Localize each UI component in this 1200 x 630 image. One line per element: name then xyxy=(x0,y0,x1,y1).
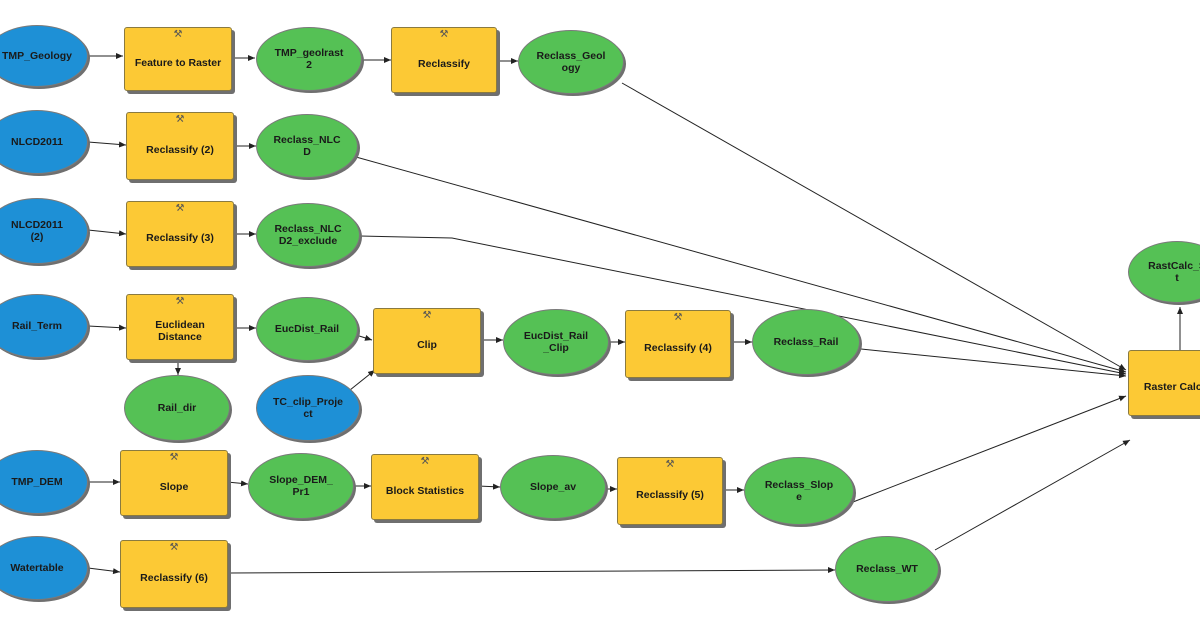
hammer-icon: ⚒ xyxy=(420,456,430,467)
tmp-geolrast2-label: TMP_geolrast 2 xyxy=(274,47,344,71)
watertable-label: Watertable xyxy=(10,562,64,574)
slope-av-label: Slope_av xyxy=(529,481,577,493)
reclassify-3-label: Reclassify (3) xyxy=(146,232,214,244)
eucdist-rail-clip-label: EucDist_Rail _Clip xyxy=(523,330,589,354)
connector xyxy=(359,235,1127,376)
reclass-wt-label: Reclass_WT xyxy=(856,563,918,575)
tc-clip-project-label: TC_clip_Proje ct xyxy=(272,396,344,420)
slope-dem-pr1-label: Slope_DEM_ Pr1 xyxy=(269,474,333,498)
reclassify-label: Reclassify xyxy=(418,58,470,70)
reclass-geology-label: Reclass_Geol ogy xyxy=(536,50,606,74)
feature-to-raster-label: Feature to Raster xyxy=(134,57,222,69)
tmp-geology-data[interactable]: TMP_Geology xyxy=(0,25,88,87)
slope-av-data[interactable]: Slope_av xyxy=(500,455,606,519)
reclass-slope-data[interactable]: Reclass_Slop e xyxy=(744,457,854,525)
reclassify-4-label: Reclassify (4) xyxy=(644,342,712,354)
slope-tool[interactable]: ⚒ Slope xyxy=(120,450,228,516)
slope-label: Slope xyxy=(159,481,189,493)
nlcd2011-data[interactable]: NLCD2011 xyxy=(0,110,88,174)
hammer-icon: ⚒ xyxy=(175,296,185,307)
reclass-nlcd2-exclude-data[interactable]: Reclass_NLC D2_exclude xyxy=(256,203,360,267)
connector xyxy=(621,82,1127,371)
connector xyxy=(349,369,376,391)
connector xyxy=(226,480,249,487)
connector xyxy=(852,395,1127,503)
reclassify-2-tool[interactable]: ⚒ Reclassify (2) xyxy=(126,112,234,180)
tc-clip-project-data[interactable]: TC_clip_Proje ct xyxy=(256,375,360,441)
reclassify-6-label: Reclassify (6) xyxy=(140,572,208,584)
hammer-icon: ⚒ xyxy=(439,29,449,40)
connector xyxy=(87,567,121,575)
clip-label: Clip xyxy=(417,339,437,351)
connector xyxy=(87,229,127,237)
rail-term-label: Rail_Term xyxy=(12,320,62,332)
reclassify-2-label: Reclassify (2) xyxy=(146,144,214,156)
reclass-nlcd-data[interactable]: Reclass_NLC D xyxy=(256,114,358,178)
eucdist-rail-label: EucDist_Rail xyxy=(274,323,340,335)
eucdist-rail-clip-data[interactable]: EucDist_Rail _Clip xyxy=(503,309,609,375)
connector xyxy=(934,439,1131,551)
euclidean-distance-tool[interactable]: ⚒ Euclidean Distance xyxy=(126,294,234,360)
hammer-icon: ⚒ xyxy=(175,114,185,125)
tmp-geolrast2-data[interactable]: TMP_geolrast 2 xyxy=(256,27,362,91)
reclass-wt-data[interactable]: Reclass_WT xyxy=(835,536,939,602)
connector xyxy=(228,567,836,574)
rastcalc-s-label: RastCalc_S t xyxy=(1148,260,1200,284)
connector xyxy=(355,334,373,341)
feature-to-raster-tool[interactable]: ⚒ Feature to Raster xyxy=(124,27,232,91)
hammer-icon: ⚒ xyxy=(173,29,183,40)
reclass-nlcd2-exclude-label: Reclass_NLC D2_exclude xyxy=(274,223,342,247)
reclass-rail-data[interactable]: Reclass_Rail xyxy=(752,309,860,375)
nlcd2011-2-label: NLCD2011 (2) xyxy=(11,219,63,243)
connector xyxy=(355,156,1127,374)
connector xyxy=(860,348,1127,379)
rail-dir-label: Rail_dir xyxy=(157,402,197,414)
connector xyxy=(477,483,501,490)
connector xyxy=(87,324,127,331)
clip-tool[interactable]: ⚒ Clip xyxy=(373,308,481,374)
hammer-icon: ⚒ xyxy=(422,310,432,321)
hammer-icon: ⚒ xyxy=(673,312,683,323)
euclidean-distance-label: Euclidean Distance xyxy=(155,319,205,343)
reclassify-6-tool[interactable]: ⚒ Reclassify (6) xyxy=(120,540,228,608)
block-statistics-label: Block Statistics xyxy=(385,485,465,497)
tmp-dem-data[interactable]: TMP_DEM xyxy=(0,450,88,514)
raster-calculator-tool[interactable]: ⚒Raster Calcu xyxy=(1128,350,1200,416)
rail-dir-data[interactable]: Rail_dir xyxy=(124,375,230,441)
reclassify-5-label: Reclassify (5) xyxy=(636,489,704,501)
hammer-icon: ⚒ xyxy=(665,459,675,470)
tmp-dem-label: TMP_DEM xyxy=(11,476,63,488)
rail-term-data[interactable]: Rail_Term xyxy=(0,294,88,358)
reclass-nlcd-label: Reclass_NLC D xyxy=(273,134,341,158)
block-statistics-tool[interactable]: ⚒ Block Statistics xyxy=(371,454,479,520)
raster-calculator-label: Raster Calcu xyxy=(1143,381,1200,393)
reclass-geology-data[interactable]: Reclass_Geol ogy xyxy=(518,30,624,94)
watertable-data[interactable]: Watertable xyxy=(0,536,88,600)
nlcd2011-label: NLCD2011 xyxy=(11,136,63,148)
reclass-rail-label: Reclass_Rail xyxy=(773,336,839,348)
reclassify-5-tool[interactable]: ⚒ Reclassify (5) xyxy=(617,457,723,525)
reclassify-tool[interactable]: ⚒ Reclassify xyxy=(391,27,497,93)
hammer-icon: ⚒ xyxy=(169,542,179,553)
hammer-icon: ⚒ xyxy=(169,452,179,463)
hammer-icon: ⚒ xyxy=(175,203,185,214)
reclass-slope-label: Reclass_Slop e xyxy=(764,479,834,503)
eucdist-rail-data[interactable]: EucDist_Rail xyxy=(256,297,358,361)
nlcd2011-2-data[interactable]: NLCD2011 (2) xyxy=(0,198,88,264)
reclassify-4-tool[interactable]: ⚒ Reclassify (4) xyxy=(625,310,731,378)
reclassify-3-tool[interactable]: ⚒ Reclassify (3) xyxy=(126,201,234,267)
connector xyxy=(87,141,127,148)
slope-dem-pr1-data[interactable]: Slope_DEM_ Pr1 xyxy=(248,453,354,519)
tmp-geology-label: TMP_Geology xyxy=(1,50,72,62)
